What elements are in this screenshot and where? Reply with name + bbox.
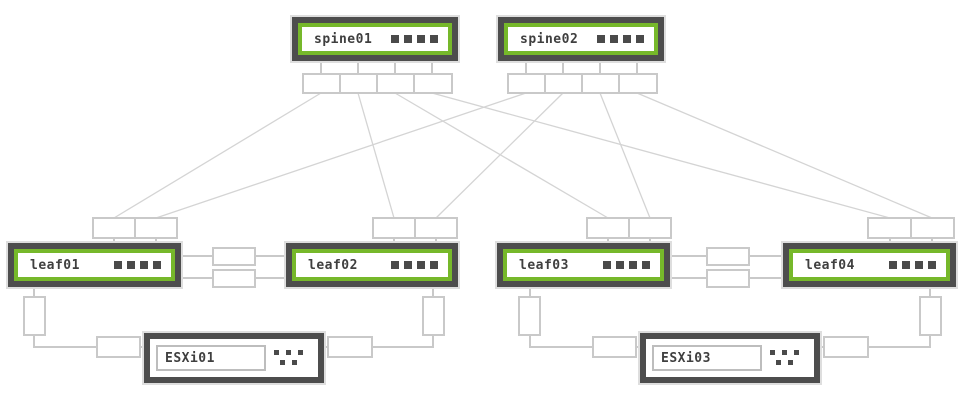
host-label-box: ESXi03 (652, 345, 762, 371)
host-adapter-port (96, 336, 141, 358)
host-adapter-port (327, 336, 373, 358)
peerlink-port (706, 247, 750, 266)
host-esxi03: ESXi03 (640, 333, 820, 383)
status-dots-icon (770, 350, 801, 366)
host-adapter-port (823, 336, 869, 358)
spine01-port (339, 73, 379, 94)
wire (372, 335, 434, 348)
device-label: spine01 (314, 31, 373, 47)
led-squares-icon (114, 261, 161, 269)
switch-faceplate: leaf03 (507, 253, 660, 277)
peerlink-port (706, 269, 750, 288)
uplink-wire (599, 92, 651, 219)
uplink-wire (357, 92, 395, 219)
leaf-downlink-port (518, 296, 541, 336)
switch-leaf03: leaf03 (497, 243, 670, 287)
uplink-wire (636, 92, 933, 219)
led-squares-icon (391, 261, 438, 269)
leaf03-uplink-port (586, 217, 630, 239)
spine02-port (544, 73, 584, 94)
host-esxi01: ESXi01 (144, 333, 324, 383)
device-label: leaf03 (519, 257, 569, 273)
uplink-wire (113, 92, 322, 219)
device-label: leaf02 (308, 257, 358, 273)
device-label: spine02 (520, 31, 579, 47)
switch-faceplate: spine01 (302, 27, 448, 51)
switch-faceplate: spine02 (508, 27, 654, 51)
switch-spine02: spine02 (498, 17, 664, 61)
leaf-downlink-port (919, 296, 942, 336)
switch-faceplate: leaf02 (296, 253, 448, 277)
spine02-port (581, 73, 621, 94)
switch-spine01: spine01 (292, 17, 458, 61)
wire (868, 335, 931, 348)
device-label: ESXi01 (165, 350, 215, 366)
switch-faceplate: leaf04 (793, 253, 946, 277)
status-dots-icon (274, 350, 305, 366)
switch-leaf02: leaf02 (286, 243, 458, 287)
led-squares-icon (597, 35, 644, 43)
leaf-downlink-port (422, 296, 445, 336)
spine02-port (507, 73, 547, 94)
switch-faceplate: leaf01 (18, 253, 171, 277)
leaf01-uplink-port (134, 217, 178, 239)
device-label: ESXi03 (661, 350, 711, 366)
spine02-port (618, 73, 658, 94)
wire (529, 335, 593, 348)
spine01-port (376, 73, 416, 94)
leaf04-uplink-port (867, 217, 912, 239)
leaf04-uplink-port (910, 217, 955, 239)
spine01-port (302, 73, 342, 94)
uplink-wire (394, 92, 609, 219)
spine01-port (413, 73, 453, 94)
switch-leaf04: leaf04 (783, 243, 956, 287)
wire (33, 335, 97, 348)
leaf02-uplink-port (414, 217, 458, 239)
peerlink-port (212, 269, 256, 288)
host-adapter-port (592, 336, 637, 358)
peerlink-port (212, 247, 256, 266)
leaf01-uplink-port (92, 217, 136, 239)
device-label: leaf01 (30, 257, 80, 273)
led-squares-icon (391, 35, 438, 43)
leaf03-uplink-port (628, 217, 672, 239)
uplink-wire (155, 92, 527, 219)
uplink-wire (431, 92, 891, 219)
device-label: leaf04 (805, 257, 855, 273)
switch-leaf01: leaf01 (8, 243, 181, 287)
led-squares-icon (889, 261, 936, 269)
host-label-box: ESXi01 (156, 345, 266, 371)
leaf02-uplink-port (372, 217, 416, 239)
uplink-wire (435, 92, 564, 219)
led-squares-icon (603, 261, 650, 269)
leaf-downlink-port (23, 296, 46, 336)
